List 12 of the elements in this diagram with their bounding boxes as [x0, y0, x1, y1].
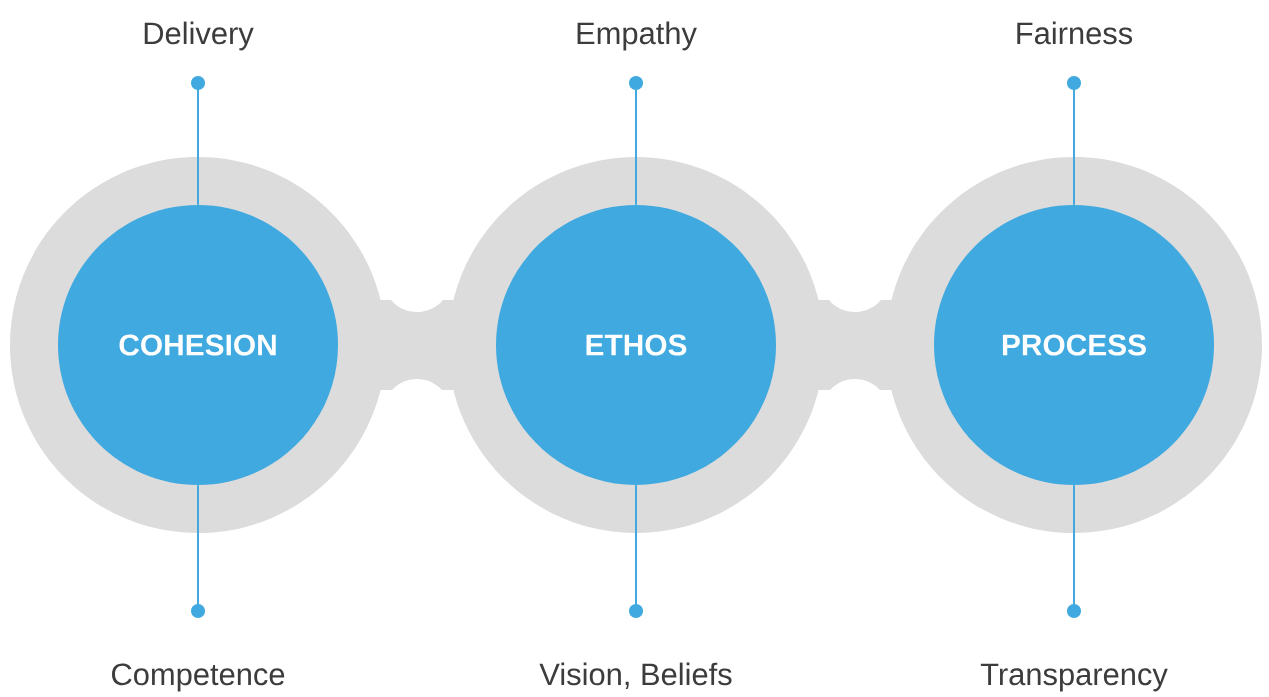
label-text: Empathy [577, 21, 697, 51]
label-text: Fairness [1017, 21, 1133, 45]
label-text: Delivery [144, 21, 254, 51]
label-text: Transparency [980, 663, 1168, 692]
leader-line [1067, 76, 1081, 206]
leader-line [1067, 484, 1081, 618]
label-text: Vision, Beliefs [539, 662, 732, 689]
leader-line [629, 76, 643, 206]
leader-line [191, 76, 205, 206]
label-text: Competence [112, 663, 285, 692]
leader-line [191, 484, 205, 618]
leader-line [629, 484, 643, 618]
